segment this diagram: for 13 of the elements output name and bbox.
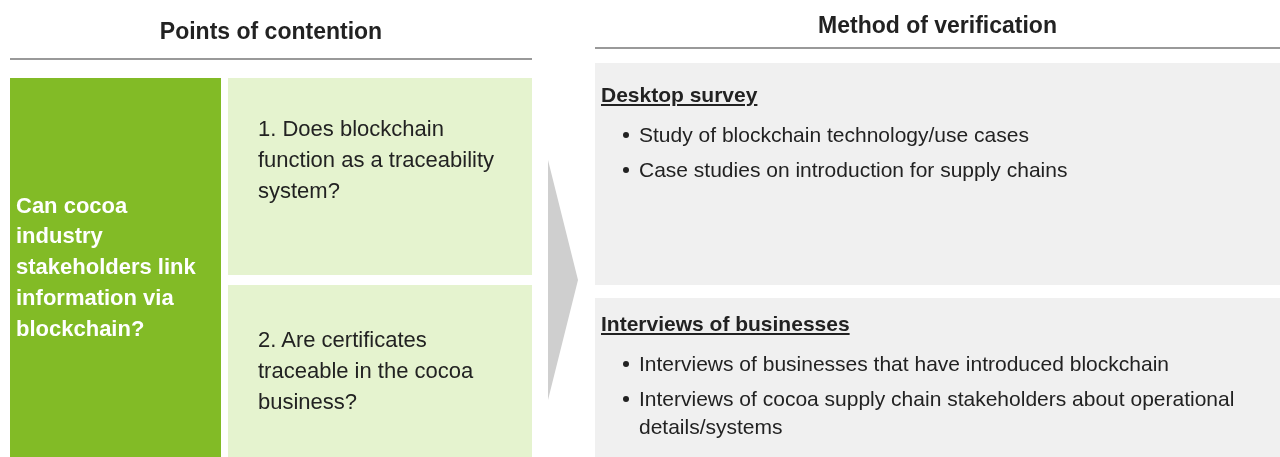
method-heading: Interviews of businesses: [601, 311, 850, 337]
column-heading: Points of contention: [158, 18, 384, 45]
point-box: 1. Does blockchain function as a traceability system?: [228, 78, 532, 275]
question-box: Can cocoa industry stakeholders link information via blockchain?: [10, 78, 221, 457]
bullet-item: Interviews of cocoa supply chain stakeholders about operational details/systems: [621, 384, 1274, 442]
bullet-item: Interviews of businesses that have introduced blockchain: [621, 350, 1274, 379]
method-panel: [595, 63, 1280, 285]
point-box: 2. Are certificates traceable in the cocoa business?: [228, 285, 532, 457]
method-panel: [595, 298, 1280, 457]
column-heading: Method of verification: [817, 12, 1058, 39]
bullet-item: Study of blockchain technology/use cases: [621, 121, 1274, 150]
method-heading: Desktop survey: [601, 82, 758, 108]
bullet-item: Case studies on introduction for supply chains: [621, 155, 1274, 185]
